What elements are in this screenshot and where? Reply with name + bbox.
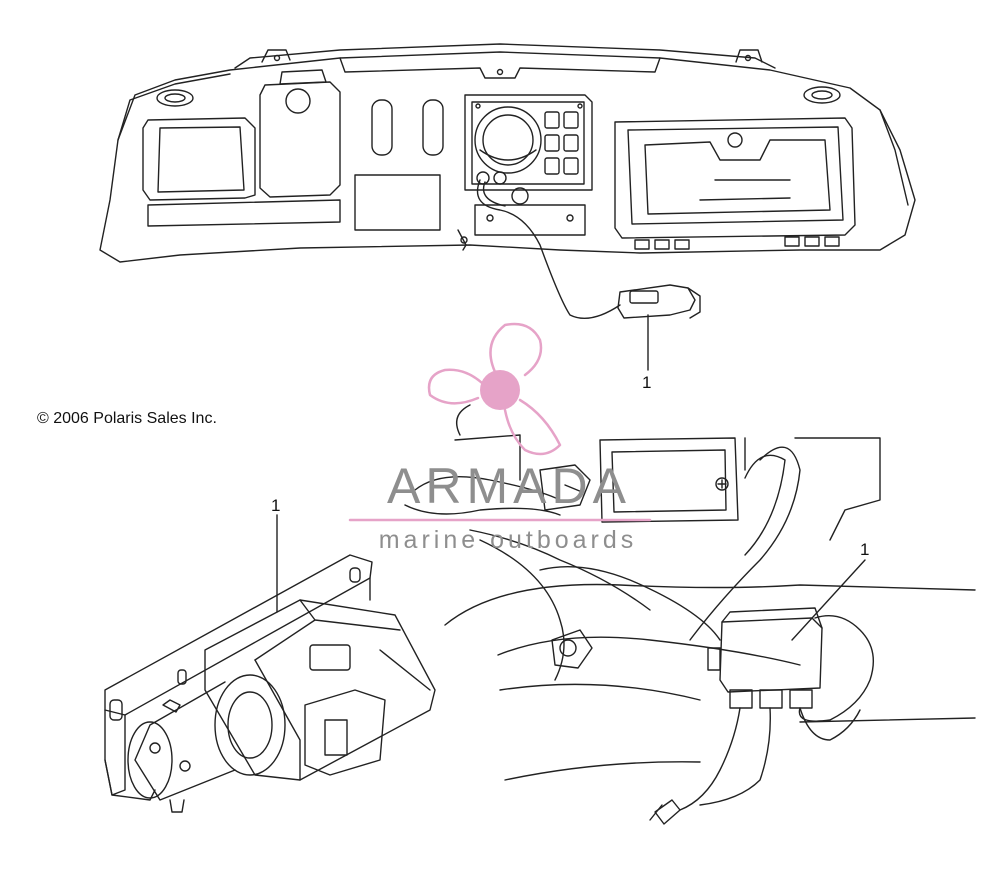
dashboard-illustration xyxy=(99,43,916,319)
leader-line-relay-module xyxy=(791,559,866,641)
callout-label-winch-motor: 1 xyxy=(271,496,281,515)
copyright-notice: © 2006 Polaris Sales Inc. xyxy=(37,410,217,427)
watermark-tagline: marine outboards xyxy=(378,526,638,554)
watermark-brand: ARMADA xyxy=(387,458,631,514)
callout-label-relay-module: 1 xyxy=(860,540,870,559)
callout-label-dash-switch: 1 xyxy=(642,373,652,392)
winch-illustration xyxy=(104,554,436,813)
propeller-logo xyxy=(427,322,562,456)
